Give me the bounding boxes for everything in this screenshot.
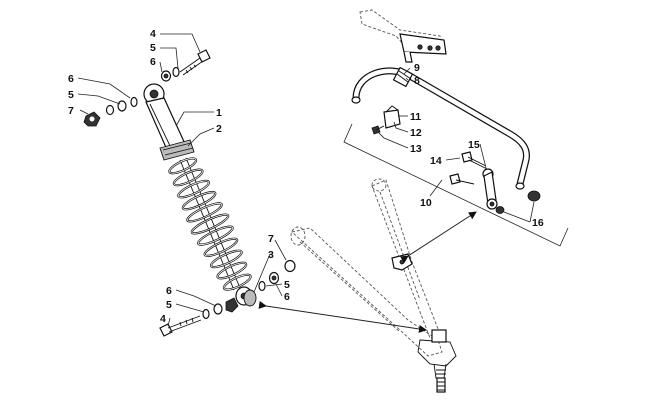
label-1: 1 [216, 107, 222, 119]
lower-hardware [159, 259, 296, 337]
label-3: 3 [268, 249, 274, 261]
label-5-bottom: 5 [166, 299, 172, 311]
label-14: 14 [430, 155, 442, 167]
leader-lines [77, 33, 535, 327]
label-5-right: 5 [284, 279, 290, 291]
attachment-arrows [258, 211, 477, 333]
spring-coil-highlight [191, 214, 229, 234]
label-5-left: 5 [68, 89, 74, 101]
spring-coil-highlight [223, 274, 251, 290]
label-8: 8 [414, 75, 420, 87]
group-bracket-10 [343, 123, 569, 247]
label-15: 15 [468, 139, 480, 151]
spring-coil-highlight [182, 191, 216, 210]
spring-coil-highlight [177, 180, 210, 198]
callout-labels: 4 5 6 6 5 7 1 2 9 8 11 12 13 15 14 10 16… [68, 28, 544, 325]
label-6-left: 6 [68, 73, 74, 85]
label-11: 11 [410, 111, 421, 123]
spring-coil-highlight [217, 262, 247, 279]
label-13: 13 [410, 143, 422, 155]
label-2: 2 [216, 123, 222, 135]
spring-coil-highlight [173, 169, 203, 186]
label-5-top: 5 [150, 42, 156, 54]
label-12: 12 [410, 127, 422, 139]
spring-coil-highlight [197, 226, 234, 246]
label-7-right: 7 [268, 233, 274, 245]
spring-coil-highlight [169, 158, 197, 174]
label-4-bottom: 4 [160, 313, 166, 325]
spring-coil-highlight [210, 250, 243, 268]
label-10: 10 [420, 197, 432, 209]
sway-bar [351, 66, 530, 190]
upper-hardware [83, 49, 211, 127]
coil-spring [168, 157, 252, 291]
ball-joint [417, 329, 457, 393]
label-6-right: 6 [284, 291, 290, 303]
label-6-top: 6 [150, 56, 156, 68]
spring-coil-highlight [186, 202, 223, 222]
label-6-bottom: 6 [166, 285, 172, 297]
label-16: 16 [532, 217, 544, 229]
label-7-left: 7 [68, 105, 74, 117]
spring-coil-highlight [204, 238, 238, 257]
shock-absorber [143, 83, 253, 306]
link-rod [449, 151, 541, 214]
arm-bracket [391, 253, 413, 271]
label-4-top: 4 [150, 28, 156, 40]
frame-bracket [359, 9, 447, 63]
label-9: 9 [414, 62, 420, 74]
